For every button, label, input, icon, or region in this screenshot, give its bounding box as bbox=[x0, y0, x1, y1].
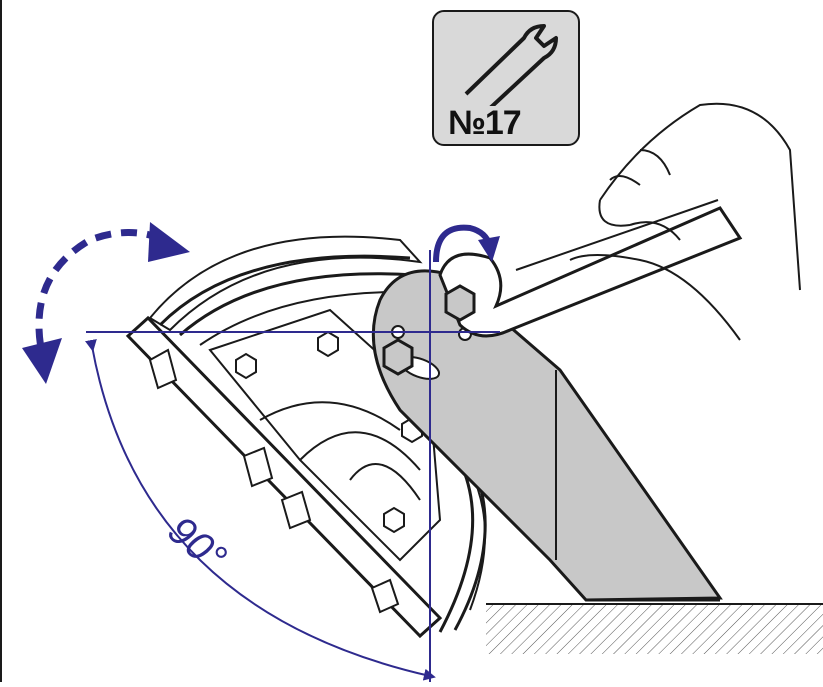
tilt-arrow bbox=[22, 222, 190, 384]
wrench-icon bbox=[464, 24, 558, 106]
tool-badge: №17 bbox=[432, 10, 580, 146]
ground bbox=[486, 603, 823, 654]
bracket-arm bbox=[371, 269, 723, 602]
annotation-lines bbox=[85, 250, 500, 682]
tool-size-label: №17 bbox=[448, 104, 522, 142]
hand bbox=[569, 102, 801, 341]
lower-bolt bbox=[382, 338, 414, 376]
wrench bbox=[438, 199, 743, 338]
tighten-arrow bbox=[433, 224, 500, 263]
